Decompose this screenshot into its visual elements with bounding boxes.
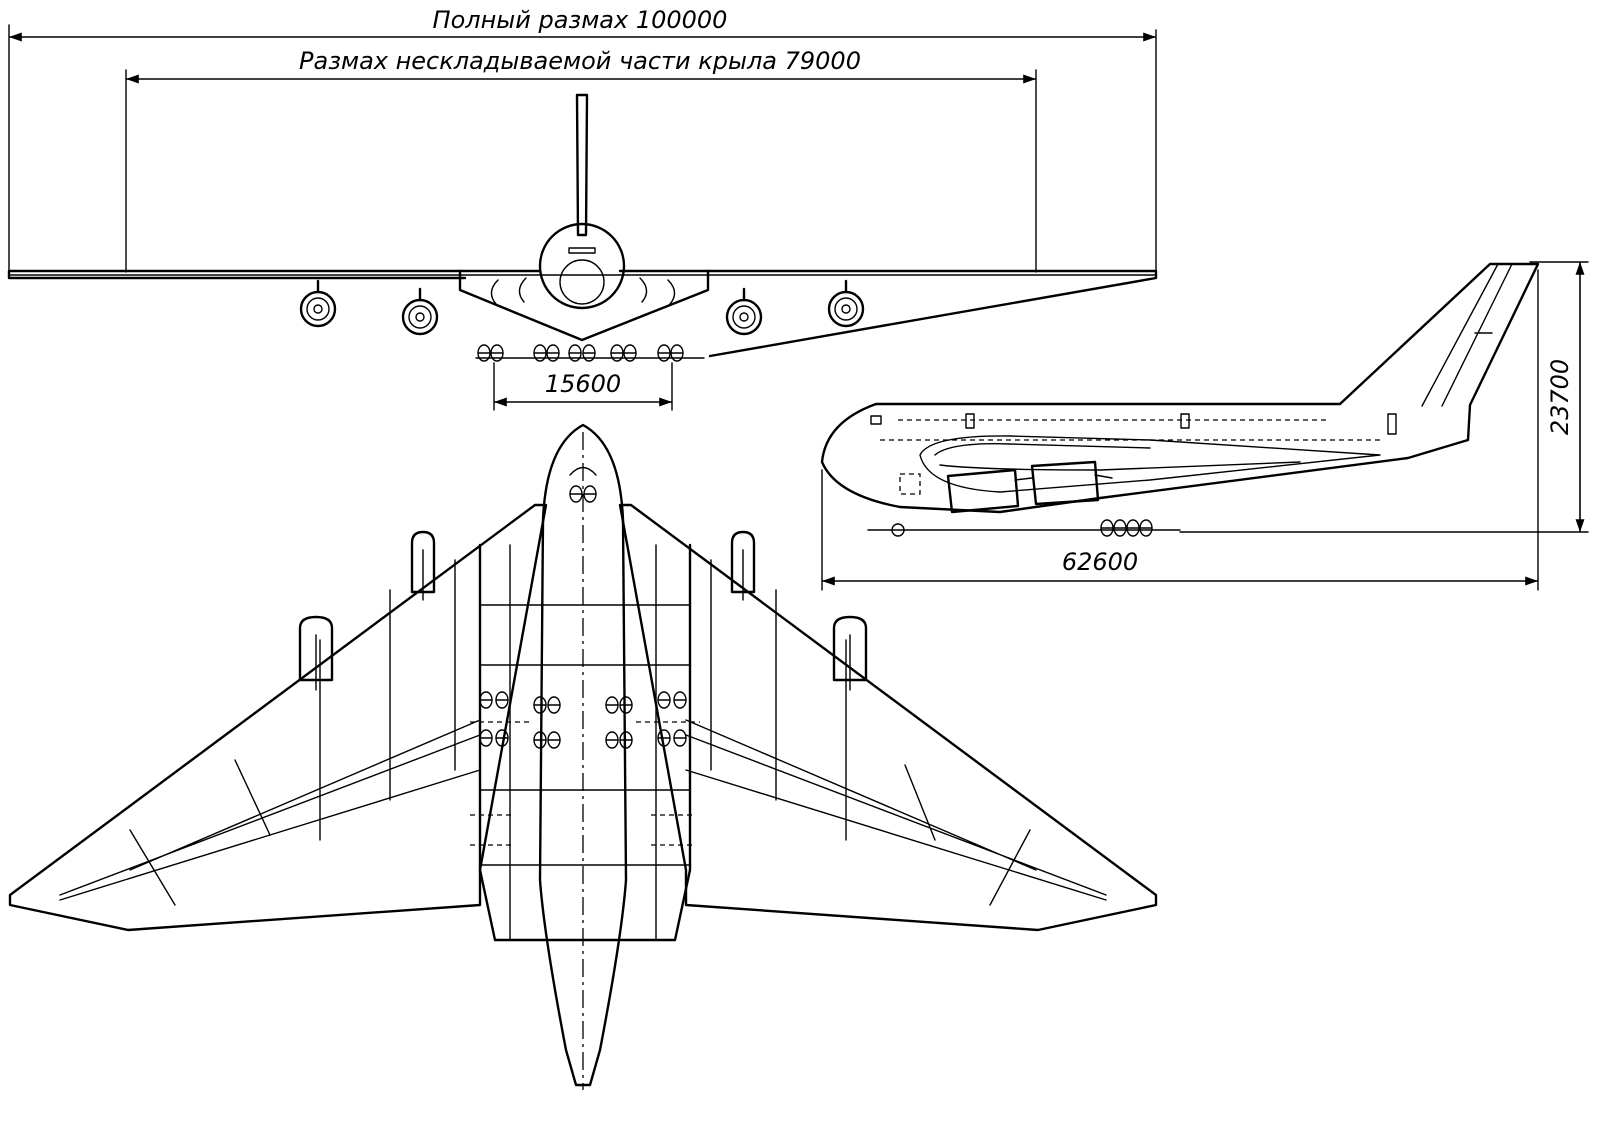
right-wing-plan — [618, 503, 1158, 932]
engine-side-2 — [1030, 460, 1100, 506]
vertical-fin-front — [575, 93, 589, 237]
wing-side — [919, 435, 1381, 493]
engine-front-outer-right — [827, 279, 865, 328]
height-dimension: 23700 — [1179, 261, 1589, 533]
engines-plan — [298, 530, 868, 691]
plan-view — [8, 423, 1158, 1090]
fuselage-front — [538, 222, 626, 310]
full-span-dimension: Полный размах 100000 — [8, 6, 1157, 273]
fuselage-side — [820, 262, 1540, 514]
fixed-span-label: Размах нескладываемой части крыла 79000 — [299, 47, 861, 75]
engine-side-1 — [946, 468, 1020, 514]
front-view: Полный размах 100000 Размах нескладываем… — [7, 6, 1158, 411]
gear-track-label: 15600 — [545, 370, 621, 398]
left-wing-plan — [8, 503, 548, 932]
center-wing-front — [458, 269, 710, 342]
height-label: 23700 — [1546, 359, 1574, 435]
gear-track-dimension: 15600 — [493, 362, 673, 411]
full-span-label: Полный размах 100000 — [433, 6, 728, 34]
engine-front-inner-right — [725, 287, 763, 336]
center-section-plan — [478, 543, 692, 942]
landing-gear-plan — [470, 485, 700, 846]
landing-gear-front — [475, 344, 705, 362]
engine-front-inner-left — [401, 287, 439, 336]
length-label: 62600 — [1062, 548, 1138, 576]
engine-front-outer-left — [299, 279, 337, 328]
fixed-span-dimension: Размах нескладываемой части крыла 79000 — [125, 47, 1037, 273]
window-rows — [870, 413, 1397, 441]
wing-front — [7, 269, 1158, 358]
wing-panel-lines — [59, 544, 1107, 941]
length-dimension: 62600 — [821, 269, 1539, 591]
side-view: 23700 62600 — [820, 261, 1589, 591]
landing-gear-side — [867, 519, 1181, 537]
